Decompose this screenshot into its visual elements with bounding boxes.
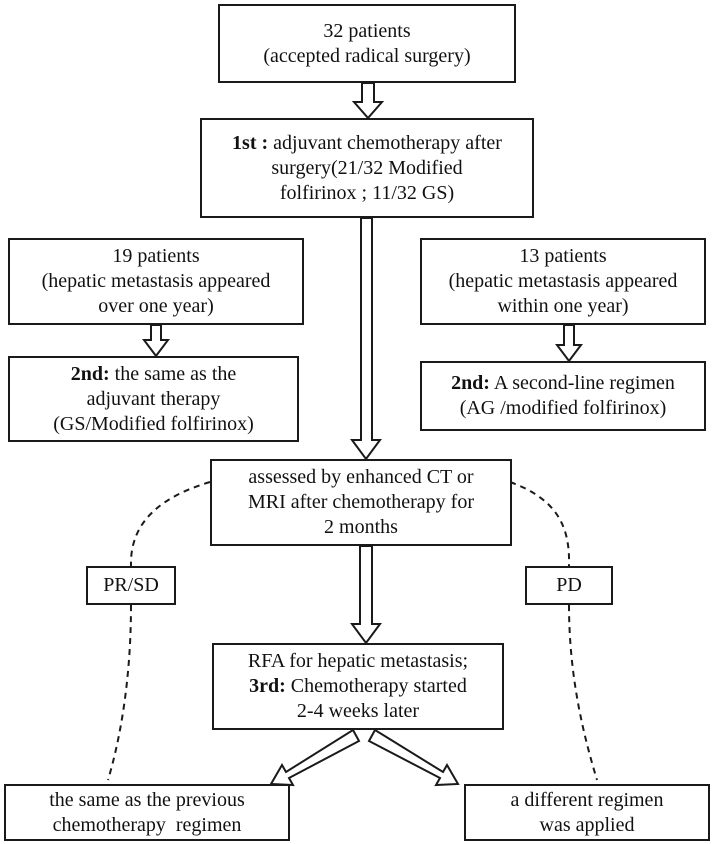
- dashed-connector-pd-lower: [568, 604, 598, 781]
- arrow-n7-to-n10: [350, 545, 382, 645]
- dashed-connector-prsd-lower: [107, 604, 132, 781]
- node-second-line-regimen: 2nd: A second-line regimen (AG /modified…: [420, 361, 706, 431]
- node-n10-line-3: 2-4 weeks later: [296, 700, 420, 722]
- arrow-n10-to-n11: [269, 728, 361, 787]
- node-n10-line-1: RFA for hepatic metastasis;: [247, 650, 469, 672]
- node-n5-bold-label: 2nd:: [70, 362, 110, 385]
- node-n11-line-2: chemotherapy regimen: [52, 813, 242, 836]
- node-13-patients: 13 patients (hepatic metastasis appeared…: [420, 238, 706, 325]
- node-n5-line-1: 2nd: the same as the: [71, 362, 237, 387]
- node-n2-line-2: surgery(21/32 Modified: [271, 156, 463, 179]
- node-n10-bold-label: 3rd:: [249, 675, 286, 697]
- node-n12-line-1: a different regimen: [510, 788, 664, 811]
- node-n5-line-1-text: the same as the: [109, 362, 237, 385]
- node-n10-line-2: 3rd: Chemotherapy started: [249, 674, 467, 699]
- arrow-n1-to-n2: [351, 82, 385, 120]
- node-n5-line-3: (GS/Modified folfirinox): [53, 412, 254, 435]
- node-n1-line-1: 32 patients: [323, 19, 411, 42]
- node-third-line-rfa: RFA for hepatic metastasis; 3rd: Chemoth…: [212, 643, 504, 730]
- dashed-connector-pd: [509, 481, 571, 567]
- node-n4-line-1: 13 patients: [519, 245, 607, 267]
- node-n3-line-3: over one year): [98, 295, 214, 317]
- node-n7-line-2: MRI after chemotherapy for: [247, 491, 474, 513]
- node-n6-line-1: 2nd: A second-line regimen: [451, 371, 675, 396]
- node-19-patients: 19 patients (hepatic metastasis appeared…: [8, 238, 304, 325]
- node-n2-line-1: 1st : adjuvant chemotherapy after: [232, 131, 502, 156]
- node-n2-line-3: folfirinox ; 11/32 GS): [279, 181, 455, 204]
- node-pd: PD: [525, 566, 613, 605]
- node-n6-line-1-text: A second-line regimen: [489, 372, 675, 394]
- node-n6-bold-label: 2nd:: [451, 372, 490, 394]
- node-n1-line-2: (accepted radical surgery): [263, 44, 471, 67]
- node-n4-line-2: (hepatic metastasis appeared: [448, 270, 678, 292]
- node-n3-line-2: (hepatic metastasis appeared: [41, 270, 271, 292]
- node-same-previous-regimen: the same as the previous chemotherapy re…: [4, 784, 290, 841]
- arrow-n3-to-n5: [142, 324, 170, 358]
- node-32-patients: 32 patients (accepted radical surgery): [218, 4, 516, 83]
- node-n4-line-3: within one year): [497, 295, 629, 317]
- node-n7-line-1: assessed by enhanced CT or: [248, 466, 474, 488]
- node-n3-line-1: 19 patients: [112, 245, 200, 267]
- node-n2-bold-label: 1st :: [232, 131, 269, 154]
- arrow-n10-to-n12: [367, 728, 460, 787]
- node-n8-label: PR/SD: [103, 574, 159, 596]
- node-n2-line-1-text: adjuvant chemotherapy after: [268, 131, 502, 154]
- node-n11-line-1: the same as the previous: [49, 788, 245, 811]
- dashed-connector-prsd: [129, 481, 211, 567]
- node-n6-line-2: (AG /modified folfirinox): [459, 397, 667, 419]
- node-different-regimen: a different regimen was applied: [464, 784, 710, 841]
- node-n10-line-2-text: Chemotherapy started: [285, 675, 467, 697]
- node-n12-line-2: was applied: [539, 813, 635, 836]
- node-n5-line-2: adjuvant therapy: [86, 387, 221, 410]
- node-assessment: assessed by enhanced CT or MRI after che…: [210, 459, 512, 546]
- node-second-line-same: 2nd: the same as the adjuvant therapy (G…: [8, 356, 299, 442]
- node-first-line-adjuvant: 1st : adjuvant chemotherapy after surger…: [200, 118, 534, 218]
- arrow-n2-to-n7: [350, 217, 382, 461]
- arrow-n4-to-n6: [555, 324, 583, 363]
- node-pr-sd: PR/SD: [86, 566, 176, 605]
- node-n9-label: PD: [556, 574, 582, 596]
- node-n7-line-3: 2 months: [324, 516, 398, 538]
